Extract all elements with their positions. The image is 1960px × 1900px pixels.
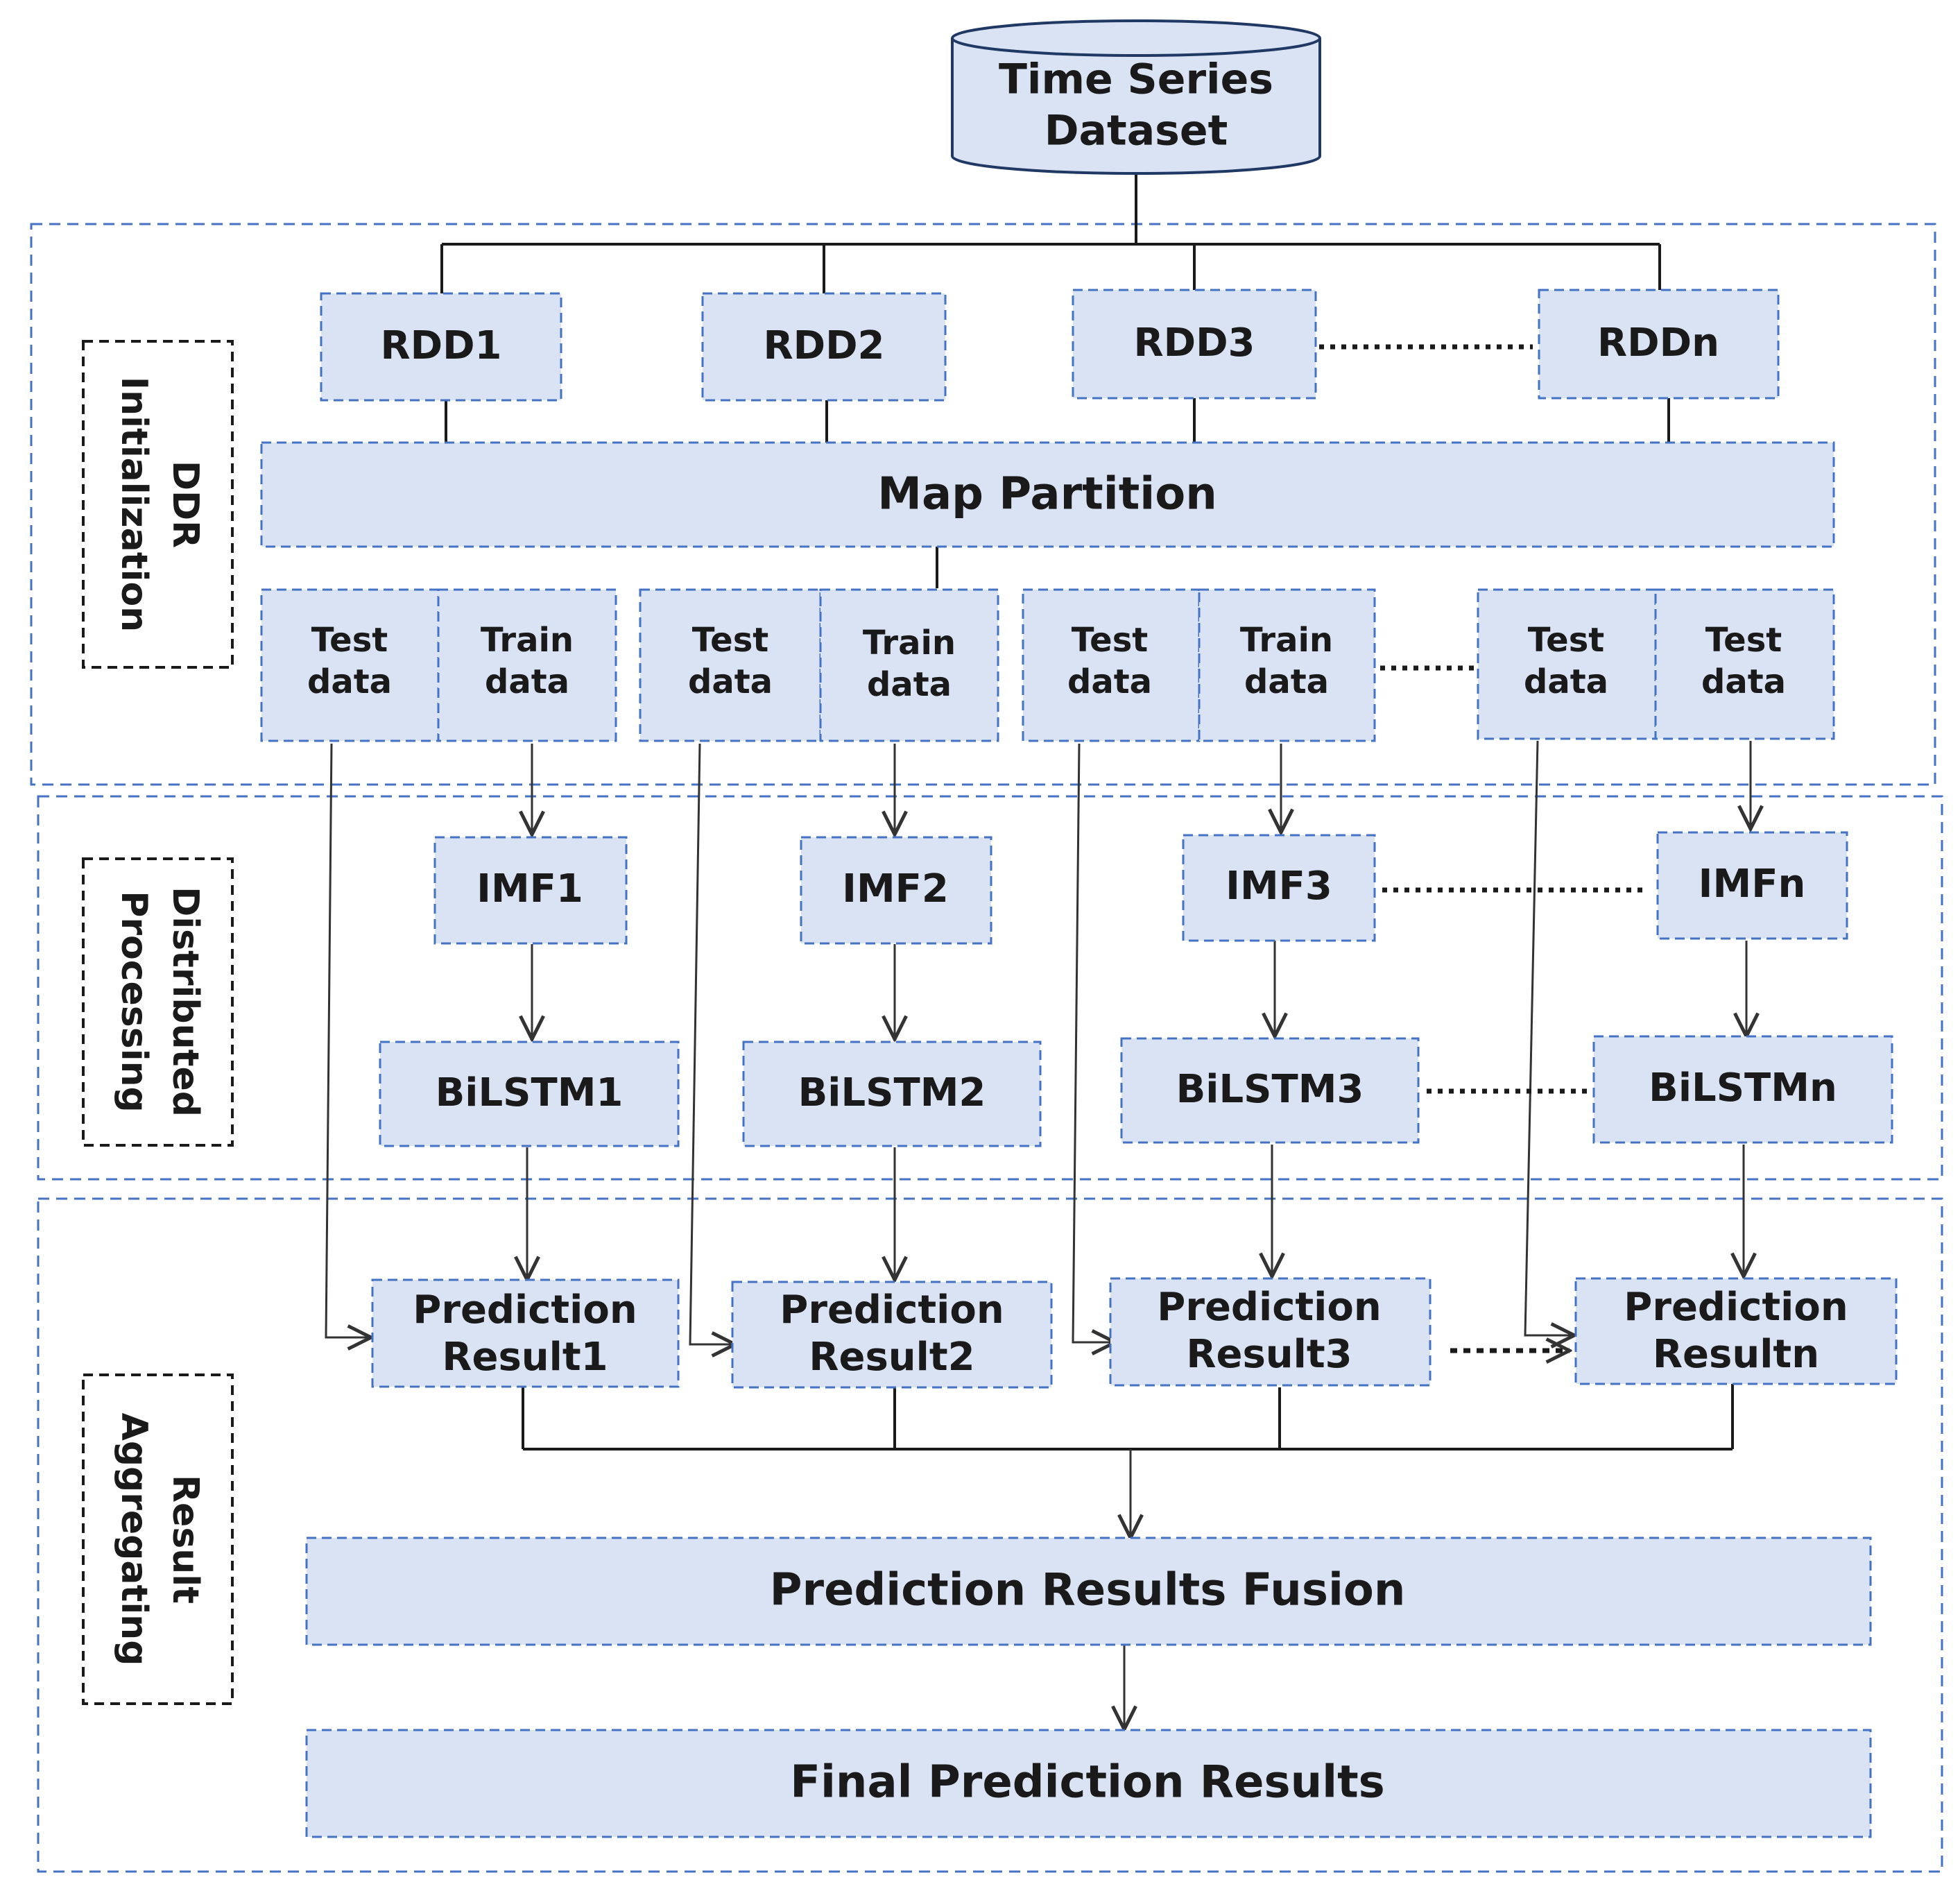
predictionn-label-line2: Resultn <box>1653 1332 1819 1377</box>
dataset-label-line1: Time Series <box>999 55 1273 104</box>
imf1-box <box>433 836 628 945</box>
imf2-box <box>800 836 992 945</box>
imf1-label: IMF1 <box>476 866 583 912</box>
imfn-box <box>1656 831 1848 940</box>
ddr-stage-label-line2: Initialization <box>113 377 155 632</box>
ddr-frame <box>30 223 1936 786</box>
prediction2-box <box>731 1281 1053 1389</box>
map-partition-label: Map Partition <box>877 469 1217 520</box>
bilstm1-box <box>379 1041 680 1147</box>
dataset-label-line2: Dataset <box>1045 107 1228 155</box>
prediction1-label-line1: Prediction <box>413 1287 637 1333</box>
ddr-stage-label-line1: DDR <box>164 461 206 548</box>
stage-labels: DDR Initialization Distributed Processin… <box>82 340 234 1705</box>
data-pair4-test-line2: data <box>1524 662 1608 701</box>
arrows <box>325 740 1751 1729</box>
prediction2-label-line2: Result2 <box>809 1335 974 1380</box>
rdd3-label: RDD3 <box>1133 320 1255 366</box>
bilstm3-label: BiLSTM3 <box>1176 1067 1364 1112</box>
predictionn-label-line1: Prediction <box>1624 1285 1848 1330</box>
prediction1-box <box>371 1278 680 1388</box>
ddr-stage-box <box>82 340 234 669</box>
data-pair2-test-line1: Test <box>692 621 768 660</box>
data-pair3-train-line1: Train <box>1240 621 1333 660</box>
distributed-frame <box>37 795 1943 1181</box>
test3-pred3-arrow <box>1072 743 1115 1342</box>
distributed-stage-label-line2: Processing <box>113 891 155 1113</box>
prediction3-label-line1: Prediction <box>1157 1285 1381 1330</box>
imfn-label: IMFn <box>1699 862 1806 907</box>
data-pair4-test-line1: Test <box>1528 621 1604 660</box>
data-pair1-train-line1: Train <box>481 621 574 660</box>
map-partition-box <box>260 441 1835 548</box>
result-stage-label-line1: Result <box>164 1475 206 1604</box>
dataset-cylinder: Time Series Dataset <box>951 19 1321 175</box>
fusion-label: Prediction Results Fusion <box>770 1565 1406 1616</box>
data-pair2-train-line2: data <box>867 665 952 704</box>
prediction1-label-line2: Result1 <box>442 1335 608 1380</box>
prediction2-label-line1: Prediction <box>780 1287 1004 1333</box>
data-pair2-test-box <box>639 588 822 742</box>
bilstm1-label: BiLSTM1 <box>436 1070 624 1115</box>
fusion-box <box>305 1537 1872 1646</box>
data-pair1-train-box <box>437 588 617 742</box>
rddn-label: RDDn <box>1597 320 1719 366</box>
bilstmn-box <box>1592 1035 1893 1144</box>
imf3-box <box>1182 834 1376 942</box>
data-pair2-train-box <box>819 588 999 742</box>
data-pair3-test-line2: data <box>1067 662 1152 701</box>
prediction3-box <box>1109 1277 1432 1387</box>
data-pair3-train-line2: data <box>1244 662 1329 701</box>
stage-frames <box>30 223 1943 1873</box>
data-pair1-train-line2: data <box>485 662 569 701</box>
data-pair4-test2-line2: data <box>1701 662 1786 701</box>
ellipsis-dots <box>1319 344 1647 1094</box>
test2-pred2-arrow <box>689 743 735 1344</box>
process-boxes <box>260 289 1898 1838</box>
result-stage-label-line2: Aggregating <box>113 1413 155 1666</box>
bilstm3-box <box>1120 1037 1420 1144</box>
rdd2-label: RDD2 <box>763 323 884 368</box>
predictionn-box <box>1574 1277 1898 1385</box>
rdd3-box <box>1072 289 1317 400</box>
bilstmn-label: BiLSTMn <box>1649 1065 1837 1111</box>
result-frame <box>37 1197 1943 1873</box>
data-pair1-test-box <box>260 588 440 742</box>
data-pair4-test2-line1: Test <box>1705 621 1782 660</box>
test1-pred1-arrow <box>325 743 371 1337</box>
bilstm2-box <box>742 1041 1042 1147</box>
final-box <box>305 1729 1872 1838</box>
imf2-label: IMF2 <box>842 866 949 912</box>
bilstm2-label: BiLSTM2 <box>798 1070 986 1115</box>
data-pair1-test-line2: data <box>307 662 392 701</box>
rdd2-box <box>701 292 947 402</box>
distributed-stage-box <box>82 857 234 1147</box>
rdd1-box <box>320 292 562 402</box>
result-stage-box <box>82 1373 234 1705</box>
data-pair3-train-box <box>1198 588 1376 742</box>
data-pair1-test-line1: Test <box>311 621 388 660</box>
rdd1-label: RDD1 <box>380 323 501 368</box>
rddn-box <box>1538 289 1780 400</box>
data-pair2-train-line1: Train <box>863 624 956 662</box>
prediction3-label-line2: Result3 <box>1186 1332 1352 1377</box>
final-label: Final Prediction Results <box>790 1757 1385 1808</box>
data-pair4-test2-box <box>1654 588 1835 740</box>
connectors <box>440 172 1734 1450</box>
imf3-label: IMF3 <box>1226 864 1332 909</box>
data-pair3-test-line1: Test <box>1072 621 1148 660</box>
distributed-stage-label-line1: Distributed <box>164 887 206 1117</box>
testn-predn-arrow <box>1524 740 1574 1335</box>
data-pair2-test-line2: data <box>688 662 773 701</box>
box-labels: RDD1 RDD2 RDD3 RDDn Map Partition Test d… <box>307 320 1848 1808</box>
